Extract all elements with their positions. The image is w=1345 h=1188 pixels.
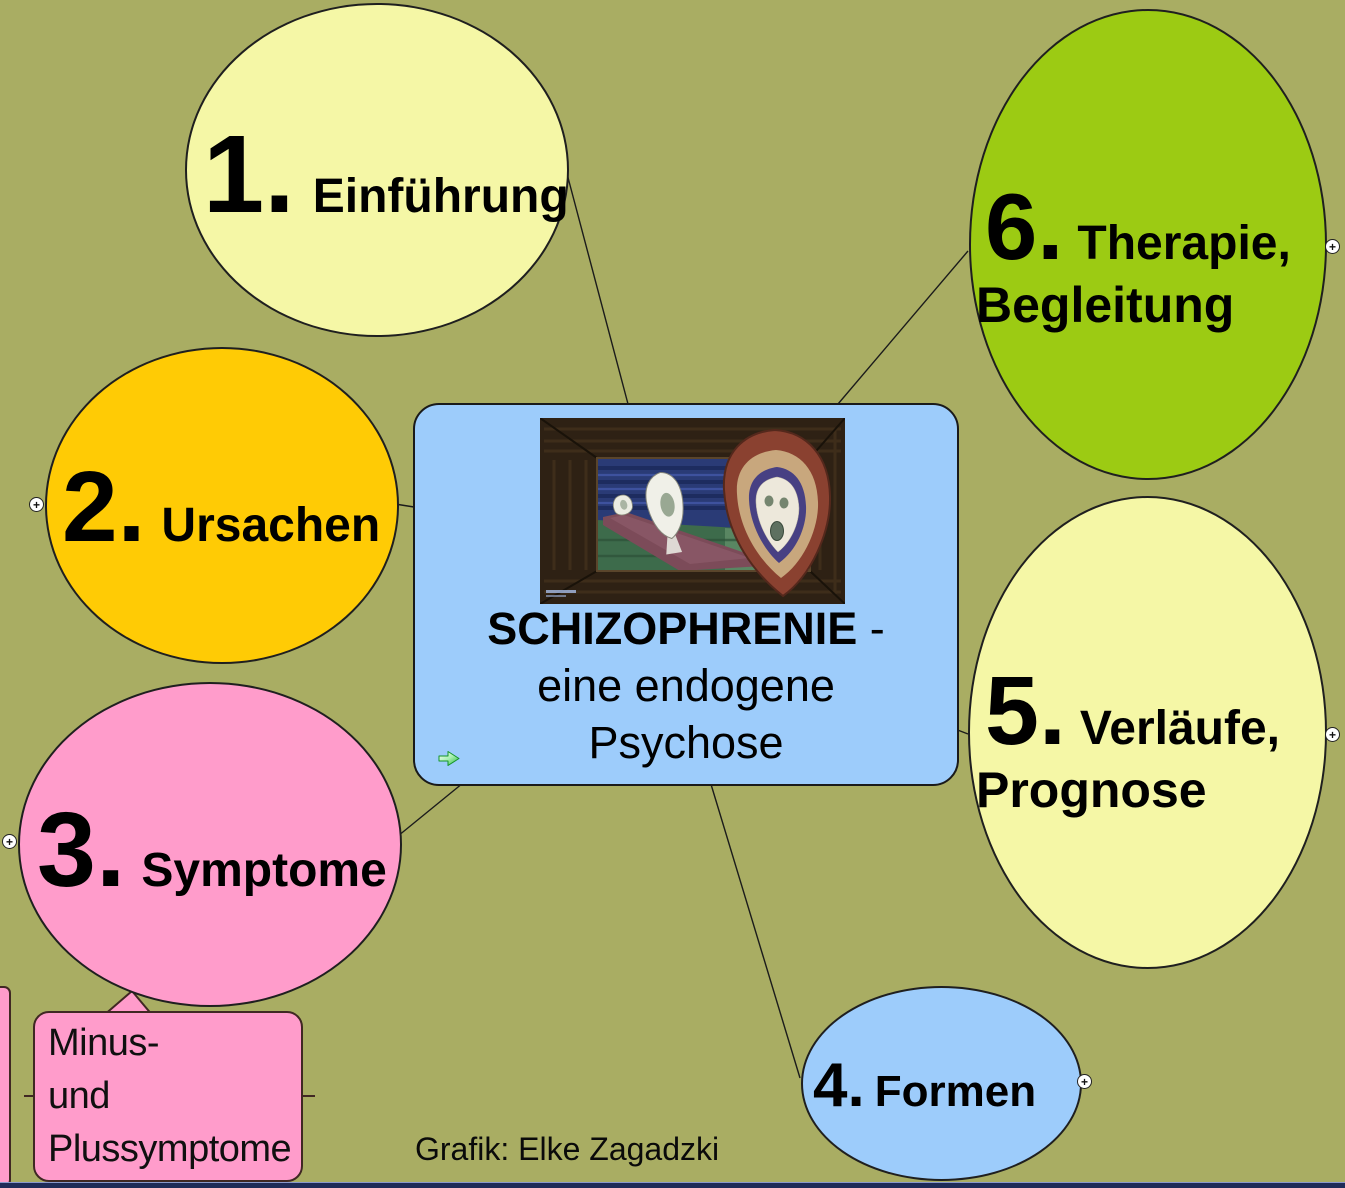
callout-text: Minus- und Plussymptome	[35, 1013, 301, 1176]
topic-text: 4.Formen	[813, 1050, 1036, 1121]
topic-ellipse-symptome[interactable]: 3. Symptome	[18, 682, 402, 1007]
central-subtitle-line2: Psychose	[588, 717, 784, 768]
plus-icon: +	[1328, 239, 1336, 254]
topic-number: 5.	[985, 656, 1066, 765]
expander-button-verlaeufe[interactable]: +	[1325, 727, 1340, 742]
plus-icon: +	[1328, 727, 1336, 742]
offscreen-node-sliver[interactable]	[0, 986, 11, 1187]
topic-number: 3.	[37, 791, 126, 909]
central-subtitle-line1: eine endogene	[537, 660, 835, 711]
central-title-bold: SCHIZOPHRENIE	[487, 603, 858, 654]
callout-line2: und	[48, 1075, 110, 1117]
plus-icon: +	[5, 834, 13, 849]
central-topic[interactable]: SCHIZOPHRENIE - eine endogene Psychose	[413, 403, 959, 786]
connector-line-formen	[709, 780, 801, 1079]
topic-ellipse-verlaeufe[interactable]: 5.Verläufe, Prognose	[968, 496, 1327, 969]
topic-text: 6.Therapie,	[985, 173, 1291, 281]
topic-text: 2. Ursachen	[62, 450, 380, 565]
schizophrenia-painting	[540, 418, 845, 604]
topic-label: Therapie,	[1077, 217, 1291, 270]
topic-number: 2.	[62, 451, 146, 563]
hyperlink-arrow-icon[interactable]	[438, 750, 460, 767]
topic-label: Symptome	[141, 844, 387, 897]
expander-button-formen[interactable]: +	[1077, 1074, 1092, 1089]
connector-line-einfuehrung	[565, 169, 629, 405]
bottom-edge-bar	[0, 1182, 1345, 1188]
small-mask	[612, 494, 633, 516]
callout-minus-plus-symptome[interactable]: Minus- und Plussymptome	[33, 1011, 303, 1182]
central-title-dash: -	[857, 603, 885, 654]
topic-label: Verläufe,	[1079, 702, 1281, 755]
connector-line-therapie	[837, 250, 969, 405]
connector-line-symptome	[397, 782, 464, 837]
topic-ellipse-einfuehrung[interactable]: 1. Einführung	[185, 3, 569, 337]
topic-label: Formen	[874, 1067, 1037, 1116]
topic-label-line2: Begleitung	[976, 277, 1235, 333]
topic-text: 1. Einführung	[203, 111, 569, 238]
topic-ellipse-therapie[interactable]: 6.Therapie, Begleitung	[969, 9, 1327, 480]
topic-number: 6.	[985, 174, 1064, 279]
callout-line1: Minus-	[48, 1022, 160, 1064]
topic-label: Ursachen	[161, 499, 381, 552]
topic-label-line2: Prognose	[976, 762, 1207, 818]
topic-ellipse-ursachen[interactable]: 2. Ursachen	[45, 347, 399, 664]
large-mask	[722, 429, 832, 598]
topic-number: 1.	[203, 113, 295, 236]
plus-icon: +	[32, 497, 40, 512]
expander-button-ursachen[interactable]: +	[29, 497, 44, 512]
expander-button-therapie[interactable]: +	[1325, 239, 1340, 254]
topic-number: 4.	[813, 1051, 865, 1120]
medium-mask	[645, 471, 684, 555]
topic-label: Einführung	[312, 170, 569, 223]
topic-text: 3. Symptome	[37, 790, 387, 911]
plus-icon: +	[1080, 1074, 1088, 1089]
callout-line3: Plussymptome	[48, 1128, 292, 1170]
expander-button-symptome[interactable]: +	[2, 834, 17, 849]
topic-text: 5.Verläufe,	[985, 655, 1280, 767]
central-title: SCHIZOPHRENIE -	[415, 600, 957, 657]
central-topic-text: SCHIZOPHRENIE - eine endogene Psychose	[415, 600, 957, 771]
topic-ellipse-formen[interactable]: 4.Formen	[801, 986, 1082, 1181]
credit-text: Grafik: Elke Zagadzki	[415, 1131, 720, 1167]
